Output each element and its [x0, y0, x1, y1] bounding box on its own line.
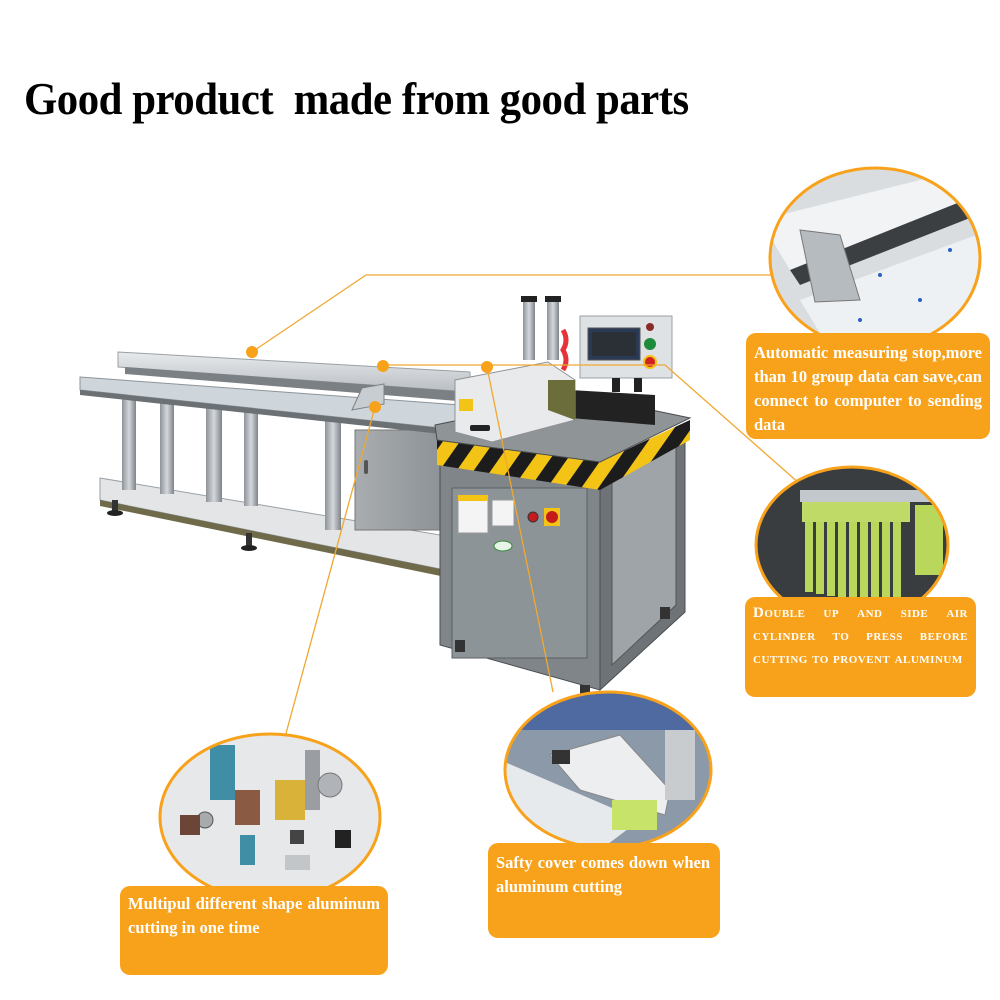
feeding-table [79, 351, 471, 582]
callout-profiles: Multipul different shape aluminum cuttin… [120, 886, 388, 975]
callout-text: Multipul different shape aluminum cuttin… [128, 894, 380, 937]
measuring-stop-closeup [768, 166, 982, 350]
callout-text: Automatic measuring stop,more than 10 gr… [754, 343, 982, 434]
callout-text: Double up and side air cylinder to press… [753, 605, 968, 667]
cutting-machine [434, 296, 692, 697]
callout-air-cylinder: Double up and side air cylinder to press… [745, 597, 976, 697]
leader-dots [246, 346, 493, 413]
callout-text: Safty cover comes down when aluminum cut… [496, 853, 710, 896]
leader-lines [251, 274, 801, 738]
safety-cover-closeup [503, 690, 713, 850]
callout-safety-cover: Safty cover comes down when aluminum cut… [488, 843, 720, 938]
aluminum-profiles-closeup [158, 732, 382, 902]
page-headline: Good product made from good parts [24, 73, 689, 124]
callout-measuring-stop: Automatic measuring stop,more than 10 gr… [746, 333, 990, 439]
